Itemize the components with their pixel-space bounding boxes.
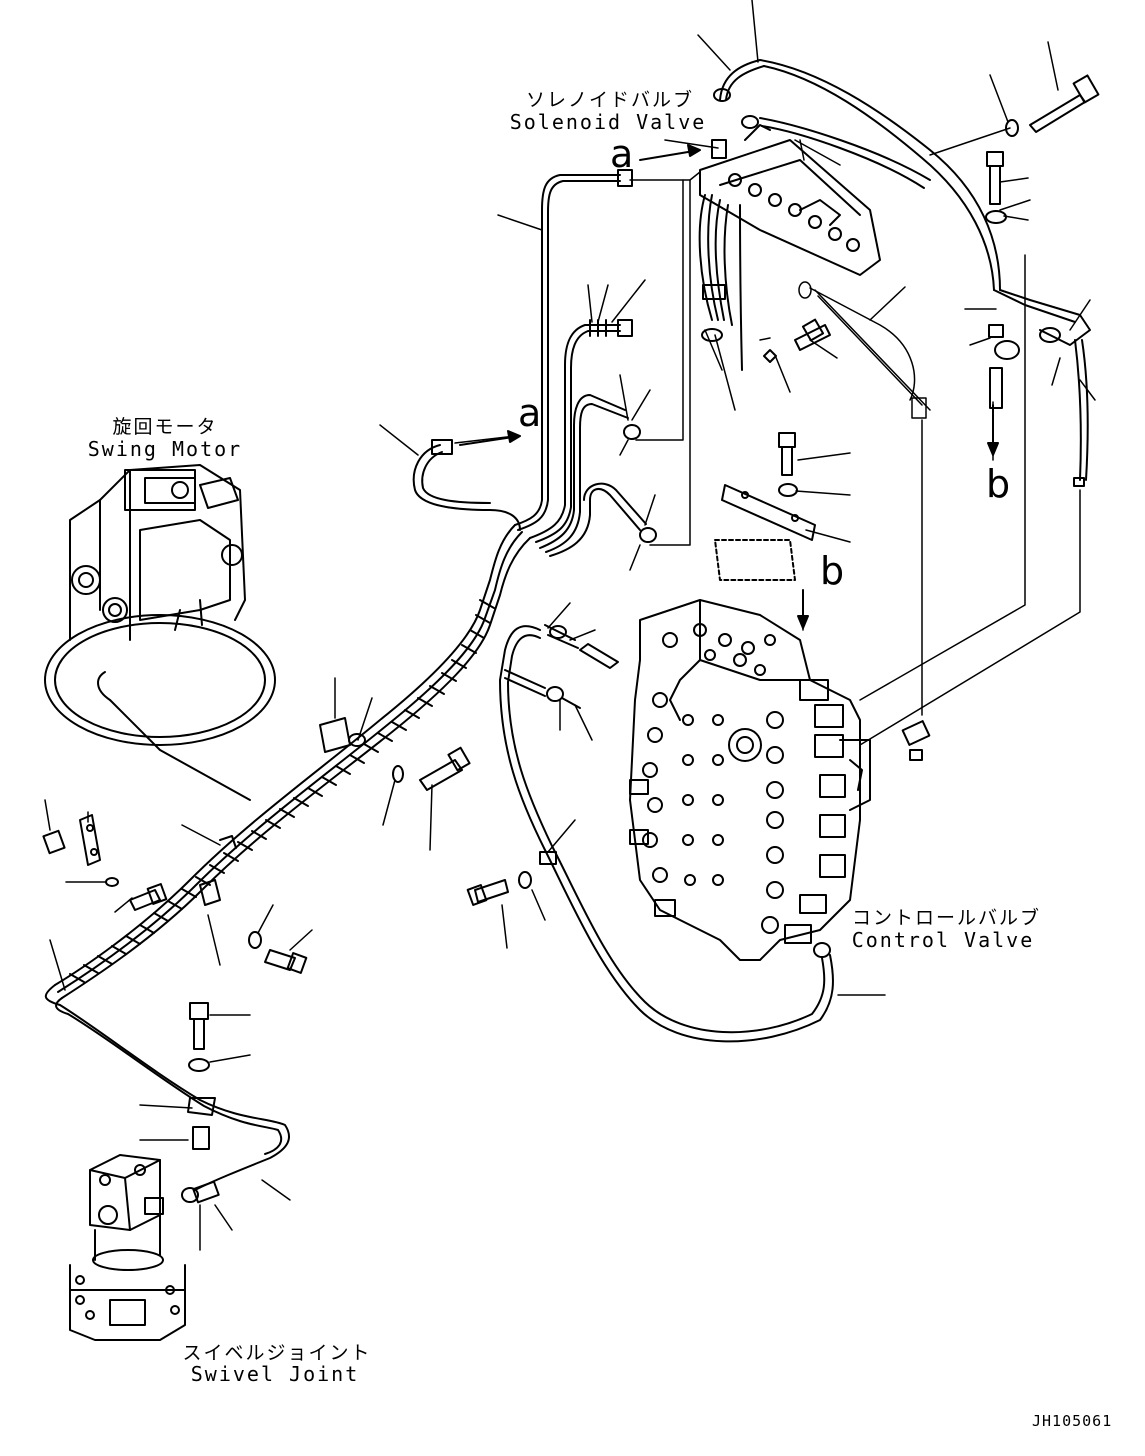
solenoid-top-hoses: [714, 60, 1090, 486]
swing-motor-label-en: Swing Motor: [87, 437, 243, 461]
connection-ref-a-top: a: [610, 132, 634, 176]
swivel-joint-label-en: Swivel Joint: [190, 1362, 360, 1386]
connection-ref-b-right: b: [986, 462, 1011, 506]
main-pipe-bundle: [46, 170, 656, 1202]
swivel-joint-drawing: [70, 1155, 185, 1340]
solenoid-valve-label-en: Solenoid Valve: [509, 110, 707, 134]
solenoid-valve-drawing: [700, 125, 880, 370]
flow-arrows: [460, 145, 998, 628]
leader-lines: [45, 0, 1095, 1250]
small-fasteners: [43, 320, 830, 1149]
control-valve-drawing: [630, 600, 929, 960]
control-valve-hoses: [500, 625, 833, 1041]
bracket-plate: [715, 433, 815, 580]
control-valve-label-jp: コントロールバルブ: [852, 907, 1042, 929]
connection-ref-a-mid: a: [518, 391, 542, 435]
swing-motor-drawing: [45, 465, 275, 800]
top-right-bolts: [986, 75, 1098, 408]
solenoid-valve-label-jp: ソレノイドバルブ: [525, 89, 694, 111]
drawing-code: JH105061: [1032, 1412, 1113, 1430]
connection-ref-b-mid: b: [820, 549, 845, 593]
swing-motor-label-jp: 旋回モータ: [112, 416, 218, 438]
control-valve-label-en: Control Valve: [851, 928, 1035, 952]
swivel-joint-label-jp: スイベルジョイント: [182, 1342, 372, 1364]
